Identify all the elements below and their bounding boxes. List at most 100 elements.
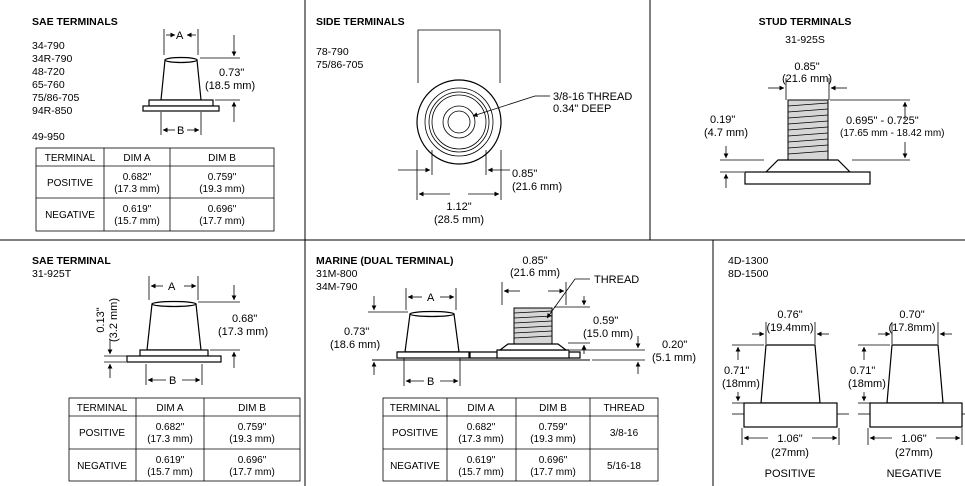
table-cell: 0.759" — [208, 172, 237, 183]
top-dim: 0.70" — [899, 309, 924, 321]
panel-sae-terminal: SAE TERMINAL 31-925T A B 0.68" (17.3 mm) — [32, 255, 301, 482]
model-item: 65-760 — [32, 79, 65, 91]
height-dim-mm: (18mm) — [848, 378, 886, 390]
base-dim: 1.06" — [901, 433, 926, 445]
sae-terminal-drawing: A B 0.68" (17.3 mm) 0.13" (3.2 mm) — [95, 276, 268, 387]
table-cell: 0.619" — [156, 455, 185, 466]
table-cell: (17.3 mm) — [114, 184, 160, 195]
table-header: DIM A — [156, 403, 184, 414]
depth-label: 0.34" DEEP — [553, 103, 611, 115]
base-dim-mm: (27mm) — [771, 447, 809, 459]
panel-title: MARINE (DUAL TERMINAL) — [316, 255, 453, 267]
height-dim-mm: (17.3 mm) — [218, 326, 268, 338]
table-cell: (19.3 mm) — [530, 434, 576, 445]
model-item: 34R-790 — [32, 53, 72, 65]
table-cell: 5/16-18 — [607, 461, 641, 472]
model-item: 8D-1500 — [728, 268, 768, 280]
panel-title: SAE TERMINALS — [32, 16, 118, 28]
table-cell: 0.682" — [123, 172, 152, 183]
table-cell: 0.682" — [156, 422, 185, 433]
table-cell: (19.3 mm) — [229, 434, 275, 445]
table-cell: 0.759" — [238, 422, 267, 433]
table-cell: 0.696" — [208, 204, 237, 215]
model-item: 4D-1300 — [728, 255, 768, 267]
dim-a-label: A — [427, 292, 435, 304]
table-header: DIM B — [208, 153, 236, 164]
stud-width-dim: 0.85" — [522, 255, 547, 267]
table-cell: (17.3 mm) — [147, 434, 193, 445]
height-dim-mm: (18.5 mm) — [205, 80, 255, 92]
table-header: TERMINAL — [45, 153, 96, 164]
model-item: 75/86-705 — [316, 59, 363, 71]
stud-dim-mm: (17.65 mm - 18.42 mm) — [840, 128, 944, 139]
table-cell: (15.7 mm) — [114, 216, 160, 227]
panel-title: SAE TERMINAL — [32, 255, 111, 267]
post-height-dim: 0.73" — [344, 326, 369, 338]
panel-stud-terminals: STUD TERMINALS 31-925S 0.85" (21.6 mm) — [704, 16, 944, 188]
height-dim: 0.73" — [219, 67, 244, 79]
width-dim: 0.85" — [794, 61, 819, 73]
model-item: 48-720 — [32, 66, 65, 78]
height-dim: 0.71" — [850, 365, 875, 377]
panel-title: STUD TERMINALS — [759, 16, 852, 28]
stud-height-dim-mm: (15.0 mm) — [583, 328, 633, 340]
stud-height-dim: 0.59" — [593, 315, 618, 327]
model-item: 49-950 — [32, 131, 65, 143]
dim-b-label: B — [169, 375, 176, 387]
base-dim-mm: (5.1 mm) — [652, 352, 696, 364]
table-header: THREAD — [603, 403, 644, 414]
top-dim: 0.76" — [777, 309, 802, 321]
dim-table: TERMINAL DIM A DIM B POSITIVE 0.682" (17… — [35, 147, 275, 232]
panel-title: SIDE TERMINALS — [316, 16, 405, 28]
model-item: 94R-850 — [32, 105, 72, 117]
table-cell: 0.696" — [539, 455, 568, 466]
table-cell: (15.7 mm) — [147, 467, 193, 478]
base-dim: 0.13" — [95, 307, 107, 332]
outer-dim: 1.12" — [446, 201, 471, 213]
post-height-dim-mm: (18.6 mm) — [330, 339, 380, 351]
table-header: DIM A — [467, 403, 495, 414]
sae-terminal-drawing: A B 0.73" (18.5 mm) — [142, 29, 255, 137]
marine-terminal-drawing: A B — [330, 255, 696, 388]
negative-post-drawing: 0.70" (17.8mm) 0.71" (18mm) 1.06" (27mm)… — [848, 309, 965, 480]
panel-sae-terminals: SAE TERMINALS 34-790 34R-790 48-720 65-7… — [32, 16, 275, 232]
dim-b-label: B — [427, 376, 434, 388]
width-dim-mm: (21.6 mm) — [782, 73, 832, 85]
panel-marine-dual-terminal: MARINE (DUAL TERMINAL) 31M-800 34M-790 A… — [316, 255, 696, 482]
table-cell: 0.682" — [467, 422, 496, 433]
table-cell: NEGATIVE — [77, 461, 127, 472]
base-dim-mm: (3.2 mm) — [108, 298, 120, 342]
dim-b-label: B — [177, 125, 184, 137]
stud-dim: 0.695" - 0.725" — [846, 115, 919, 127]
side-terminal-drawing: 3/8-16 THREAD 0.34" DEEP 0.85" (21.6 mm)… — [398, 29, 632, 226]
stud-width-dim-mm: (21.6 mm) — [510, 267, 560, 279]
base-dim: 0.19" — [710, 114, 735, 126]
dim-table: TERMINAL DIM A DIM B POSITIVE 0.682" (17… — [68, 397, 301, 482]
inner-dim: 0.85" — [512, 168, 537, 180]
model-item: 78-790 — [316, 46, 349, 58]
base-dim-mm: (4.7 mm) — [704, 127, 748, 139]
thread-label: THREAD — [594, 274, 639, 286]
table-header: TERMINAL — [77, 403, 128, 414]
negative-label: NEGATIVE — [887, 468, 942, 480]
panel-side-terminals: SIDE TERMINALS 78-790 75/86-705 3/8-16 T… — [316, 16, 632, 226]
table-cell: POSITIVE — [47, 178, 93, 189]
table-header: DIM A — [123, 153, 151, 164]
table-cell: POSITIVE — [79, 428, 125, 439]
stud-terminal-drawing: 0.85" (21.6 mm) — [704, 61, 944, 188]
outer-dim-mm: (28.5 mm) — [434, 214, 484, 226]
table-cell: (17.7 mm) — [530, 467, 576, 478]
dim-a-label: A — [168, 281, 176, 293]
table-cell: (19.3 mm) — [199, 184, 245, 195]
table-cell: POSITIVE — [392, 428, 438, 439]
table-header: DIM B — [238, 403, 266, 414]
table-cell: 3/8-16 — [610, 428, 639, 439]
model-item: 31M-800 — [316, 268, 358, 280]
table-cell: (17.7 mm) — [199, 216, 245, 227]
inner-dim-mm: (21.6 mm) — [512, 181, 562, 193]
base-dim-mm: (27mm) — [895, 447, 933, 459]
panel-d-terminals: 4D-1300 8D-1500 0.76" (19.4mm) 0.71" (18… — [722, 255, 965, 480]
model-item: 34M-790 — [316, 281, 358, 293]
height-dim: 0.68" — [232, 313, 257, 325]
